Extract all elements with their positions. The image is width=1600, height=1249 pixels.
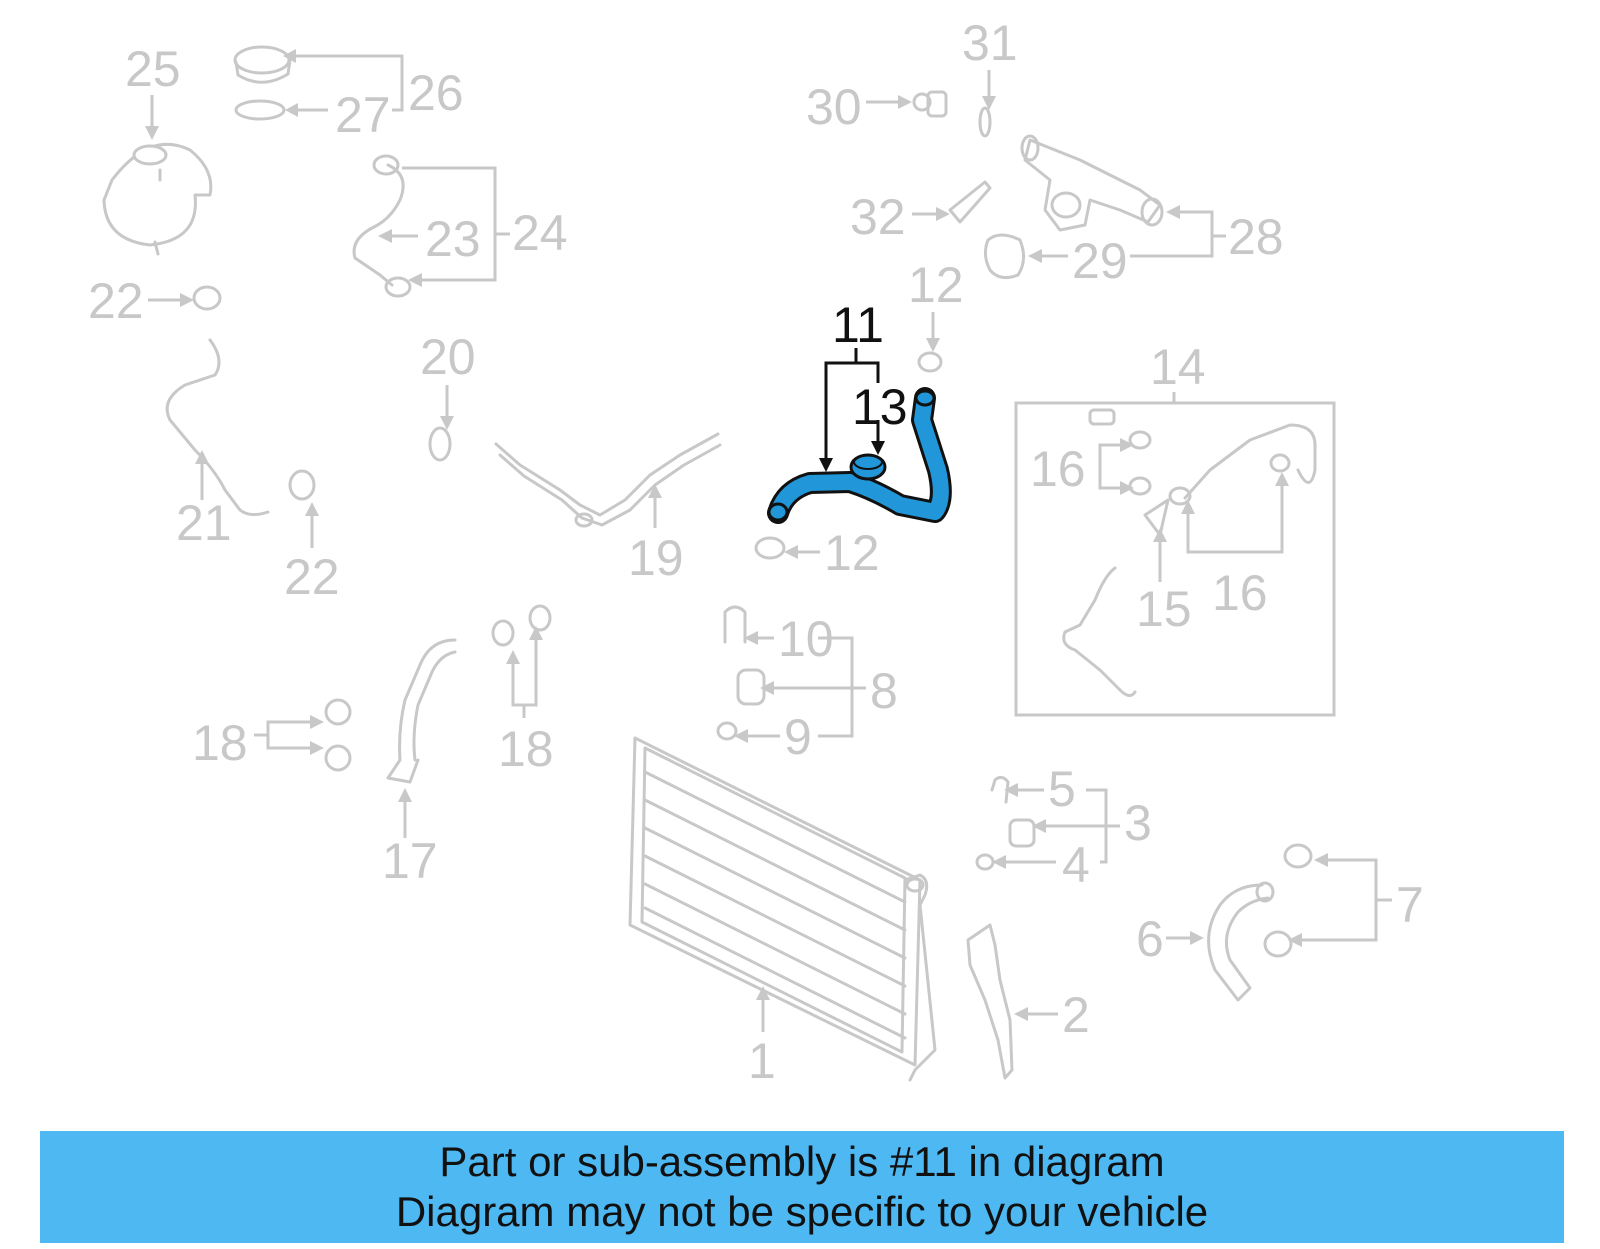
label-18-right: 18 bbox=[498, 721, 554, 777]
label-15: 15 bbox=[1136, 581, 1192, 637]
label-1: 1 bbox=[748, 1033, 776, 1089]
label-12-bottom: 12 bbox=[824, 525, 880, 581]
label-26: 26 bbox=[408, 65, 464, 121]
banner-line-1: Part or sub-assembly is #11 in diagram bbox=[439, 1138, 1165, 1185]
label-6: 6 bbox=[1136, 911, 1164, 967]
part-23-hose bbox=[352, 154, 412, 298]
banner-line-2: Diagram may not be specific to your vehi… bbox=[395, 1188, 1209, 1235]
label-29: 29 bbox=[1072, 233, 1128, 289]
part-8-9-10 bbox=[716, 605, 766, 741]
label-20: 20 bbox=[420, 329, 476, 385]
label-9: 9 bbox=[784, 709, 812, 765]
label-28: 28 bbox=[1228, 209, 1284, 265]
label-25: 25 bbox=[125, 41, 181, 97]
label-30: 30 bbox=[806, 79, 862, 135]
label-3: 3 bbox=[1124, 795, 1152, 851]
part-18-clamps bbox=[324, 604, 552, 772]
part-2-bracket bbox=[966, 923, 1014, 1080]
info-banner: Part or sub-assembly is #11 in diagram D… bbox=[40, 1131, 1564, 1243]
part-25-expansion-tank bbox=[102, 142, 213, 256]
part-1-radiator bbox=[628, 736, 937, 1082]
label-11: 11 bbox=[832, 297, 884, 353]
label-32: 32 bbox=[850, 189, 906, 245]
label-13: 13 bbox=[852, 379, 908, 435]
part-30-sensor bbox=[912, 90, 948, 118]
label-12-top: 12 bbox=[908, 257, 964, 313]
label-23: 23 bbox=[425, 211, 481, 267]
label-17: 17 bbox=[382, 833, 438, 889]
label-24: 24 bbox=[512, 205, 568, 261]
part-28-housing bbox=[983, 134, 1164, 280]
part-17-hose bbox=[386, 638, 457, 784]
label-19: 19 bbox=[628, 530, 684, 586]
label-16-right: 16 bbox=[1212, 565, 1268, 621]
label-16-left: 16 bbox=[1030, 441, 1086, 497]
label-22-top: 22 bbox=[88, 273, 144, 329]
part-19-pipe bbox=[494, 432, 722, 528]
label-27: 27 bbox=[335, 87, 391, 143]
label-21: 21 bbox=[176, 495, 232, 551]
label-8: 8 bbox=[870, 663, 898, 719]
label-31: 31 bbox=[962, 15, 1018, 71]
part-11-hose-highlighted bbox=[767, 387, 952, 524]
part-6-7-hose bbox=[1207, 843, 1313, 1002]
label-7: 7 bbox=[1396, 877, 1424, 933]
label-2: 2 bbox=[1062, 987, 1090, 1043]
label-5: 5 bbox=[1048, 761, 1076, 817]
label-18-left: 18 bbox=[192, 715, 248, 771]
part-26-cap bbox=[233, 45, 292, 121]
label-4: 4 bbox=[1062, 837, 1090, 893]
label-14: 14 bbox=[1150, 339, 1206, 395]
label-22-bottom: 22 bbox=[284, 549, 340, 605]
part-21-hose bbox=[165, 338, 270, 517]
